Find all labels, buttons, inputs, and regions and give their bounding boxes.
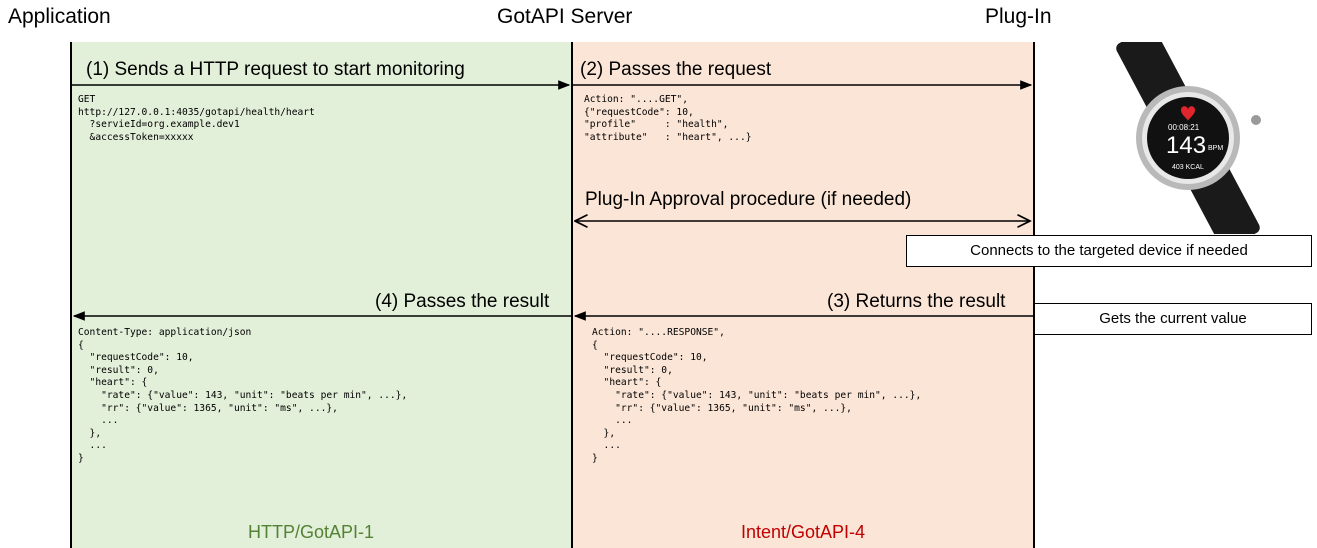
application-header: Application	[8, 5, 111, 28]
plugin-header: Plug-In	[985, 5, 1052, 28]
approval-label: Plug-In Approval procedure (if needed)	[585, 189, 912, 210]
http-footer: HTTP/GotAPI-1	[248, 522, 375, 542]
step3-label: (3) Returns the result	[827, 291, 1006, 312]
watch-bpm-unit: BPM	[1208, 145, 1224, 152]
smartwatch-icon: 00:08:21 143 BPM 403 KCAL	[1108, 42, 1268, 234]
watch-kcal: 403 KCAL	[1172, 164, 1204, 171]
intent-footer: Intent/GotAPI-4	[741, 522, 866, 542]
application-lifeline	[70, 42, 72, 548]
connect-note: Connects to the targeted device if neede…	[906, 235, 1312, 267]
step4-label: (4) Passes the result	[375, 291, 550, 312]
http-response-code: Content-Type: application/json { "reques…	[78, 327, 408, 464]
intent-panel	[573, 42, 1033, 548]
gotapi-server-header: GotAPI Server	[497, 5, 633, 28]
watch-bpm-value: 143	[1166, 132, 1207, 159]
http-request-code: GET http://127.0.0.1:4035/gotapi/health/…	[78, 94, 315, 143]
step1-label: (1) Sends a HTTP request to start monito…	[86, 59, 465, 80]
intent-response-code: Action: "....RESPONSE", { "requestCode":…	[592, 327, 922, 464]
step2-label: (2) Passes the request	[580, 59, 772, 80]
server-lifeline	[571, 42, 573, 548]
intent-request-code: Action: "....GET", {"requestCode": 10, "…	[584, 94, 752, 143]
http-panel	[71, 42, 571, 548]
plugin-lifeline	[1033, 42, 1035, 548]
watch-time: 00:08:21	[1168, 123, 1200, 132]
heart-icon	[1181, 106, 1195, 121]
gets-value-note: Gets the current value	[1034, 303, 1312, 335]
